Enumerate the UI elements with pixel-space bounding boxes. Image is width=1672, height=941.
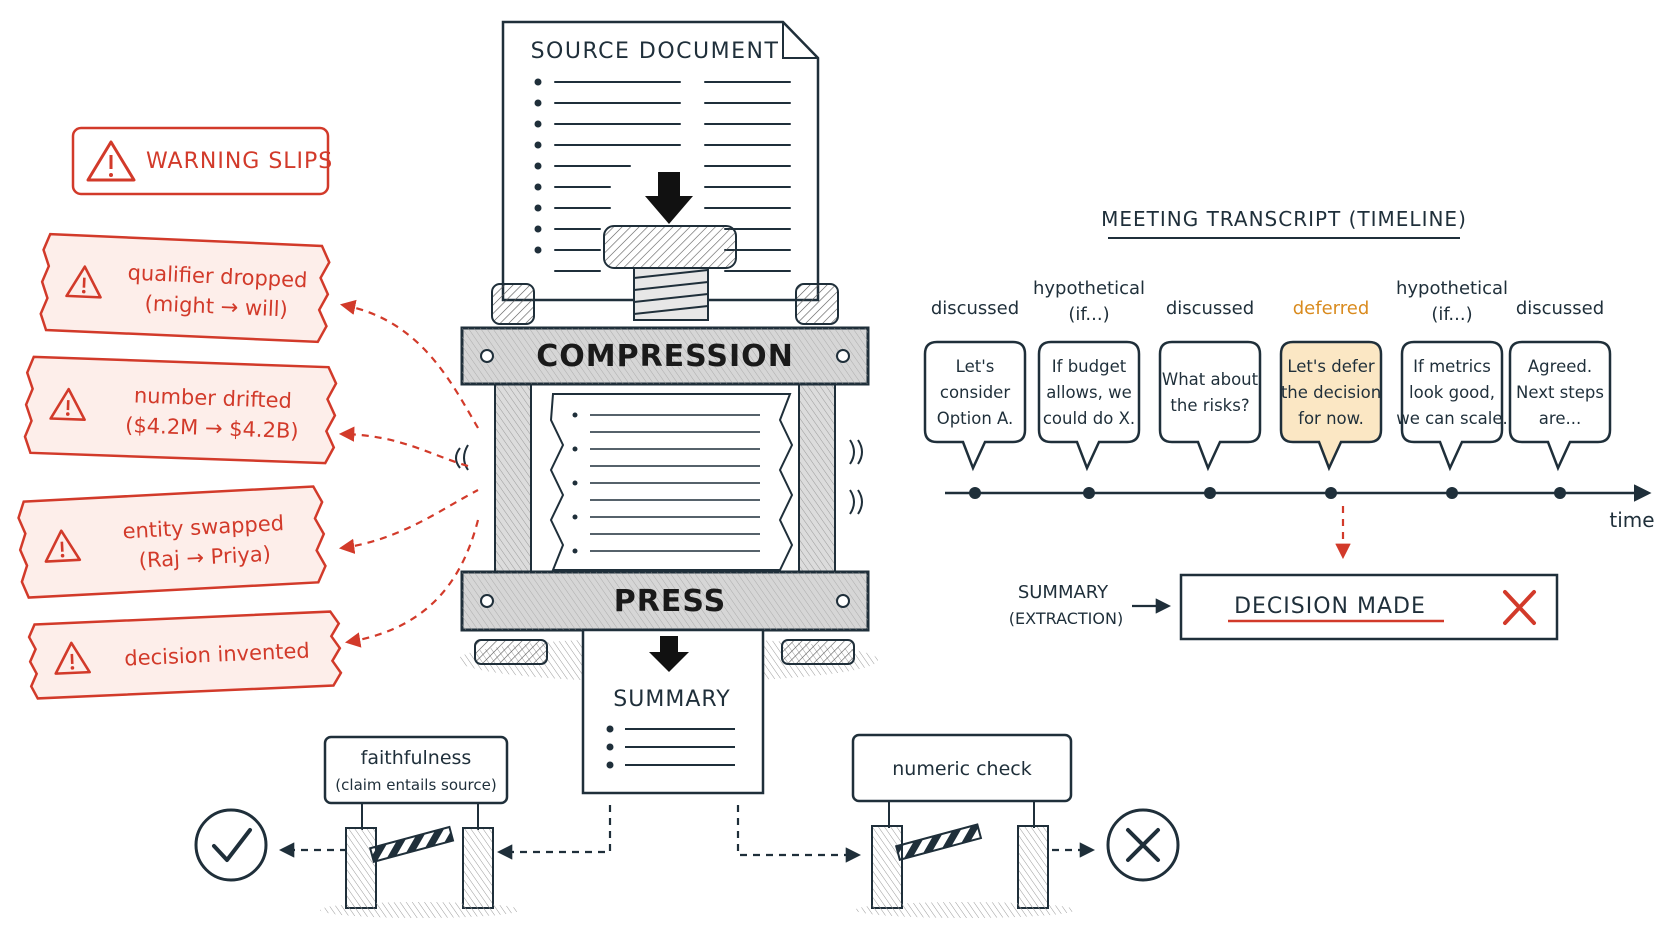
timeline-axis-label: time — [1609, 508, 1654, 532]
x-circle-icon — [1106, 808, 1180, 882]
summary-extraction-sublabel: (EXTRACTION) — [1009, 609, 1123, 628]
warning-triangle-icon — [65, 265, 102, 299]
vibration-marks — [455, 439, 863, 515]
event-tag: discussed — [1166, 298, 1254, 319]
warning-slip: qualifier dropped(might → will) — [39, 232, 331, 344]
speech-text: the decision — [1281, 383, 1381, 402]
press-top-label: COMPRESSION — [536, 339, 794, 374]
speech-text: If budget — [1052, 357, 1127, 376]
faithfulness-gate: faithfulness (claim entails source) — [320, 735, 520, 918]
press-right-post — [781, 283, 855, 665]
speech-text: consider — [940, 383, 1010, 402]
summary-document: SUMMARY — [581, 628, 765, 795]
summary-to-numeric-arrow — [736, 805, 862, 863]
warning-slip: decision invented — [27, 610, 343, 700]
faithfulness-sign — [323, 735, 509, 805]
event-tag: discussed — [1516, 298, 1604, 319]
speech-bubble — [1279, 340, 1383, 472]
summary-extraction-label: SUMMARY — [1018, 582, 1109, 603]
speech-text: for now. — [1298, 409, 1364, 428]
warning-arrows — [338, 299, 480, 648]
warning-header: WARNING SLIPS — [71, 126, 333, 196]
speech-text: Let's defer — [1287, 357, 1374, 376]
transcript-event: hypothetical (if...) If metrics look good, w… — [1396, 278, 1508, 499]
speech-text: If metrics — [1413, 357, 1491, 376]
warning-slip: entity swapped(Raj → Priya) — [17, 485, 327, 599]
transcript: MEETING TRANSCRIPT (TIMELINE) discussedL… — [923, 207, 1655, 641]
event-tag: hypothetical — [1396, 278, 1508, 299]
warning-triangle-icon — [49, 387, 86, 421]
press-bottom-bar: PRESS — [460, 570, 870, 632]
transcript-event: hypothetical (if...) If budget allows, we co… — [1033, 278, 1145, 499]
faithfulness-barrier-arm — [368, 825, 455, 863]
warning-triangle-icon — [54, 641, 91, 675]
transcript-title: MEETING TRANSCRIPT (TIMELINE) — [1101, 207, 1467, 231]
event-tag-detail: (if...) — [1068, 304, 1109, 325]
numeric-gate: numeric check — [851, 733, 1075, 918]
speech-text: the risks? — [1170, 396, 1249, 415]
speech-text: could do X. — [1043, 409, 1135, 428]
speech-text: What about — [1162, 370, 1259, 389]
numeric-barrier-arm — [894, 823, 983, 861]
press-left-post — [474, 283, 548, 665]
speech-text: look good, — [1409, 383, 1495, 402]
event-tag: deferred — [1293, 298, 1370, 319]
warning-triangle-icon — [86, 140, 136, 182]
speech-bubble — [1400, 340, 1504, 472]
warning-slips: qualifier dropped(might → will)number dr… — [17, 232, 343, 700]
faithfulness-sublabel: (claim entails source) — [335, 776, 496, 794]
faithfulness-label: faithfulness — [361, 747, 472, 769]
source-document-lines — [554, 81, 791, 272]
source-document: SOURCE DOCUMENT — [501, 20, 820, 302]
speech-text: are... — [1539, 409, 1581, 428]
press-top-bar: COMPRESSION — [460, 326, 870, 386]
source-document-title: SOURCE DOCUMENT — [531, 39, 780, 64]
down-arrow-icon — [645, 172, 693, 224]
warning-header-label: WARNING SLIPS — [146, 149, 333, 174]
summary-to-faithfulness-arrow — [496, 805, 612, 860]
warning-slip-label: number drifted — [134, 383, 293, 412]
event-tag: discussed — [931, 298, 1019, 319]
speech-text: Next steps — [1516, 383, 1604, 402]
speech-text: Option A. — [937, 409, 1014, 428]
compressed-paper — [549, 393, 794, 571]
speech-bubble — [1158, 340, 1262, 472]
event-tag-detail: (if...) — [1431, 304, 1472, 325]
compression-press: COMPRESSION — [455, 172, 878, 682]
decision-x-icon — [1503, 590, 1536, 625]
event-tag: hypothetical — [1033, 278, 1145, 299]
speech-text: we can scale. — [1396, 409, 1508, 428]
speech-bubble — [1508, 340, 1612, 472]
decision-text: DECISION MADE — [1234, 594, 1426, 619]
decision-box: DECISION MADE — [1179, 573, 1559, 641]
speech-text: allows, we — [1046, 383, 1132, 402]
warning-triangle-icon — [44, 529, 82, 563]
speech-text: Let's — [956, 357, 995, 376]
numeric-label: numeric check — [892, 758, 1032, 780]
numeric-sign — [851, 733, 1073, 803]
speech-bubble — [1037, 340, 1141, 472]
check-circle-icon — [194, 808, 268, 882]
down-arrow-icon — [649, 636, 689, 672]
press-bottom-label: PRESS — [614, 584, 726, 619]
speech-bubble — [923, 340, 1027, 472]
warning-slip: number drifted($4.2M → $4.2B) — [23, 355, 338, 465]
press-screw — [603, 225, 737, 321]
summary-document-title: SUMMARY — [613, 687, 730, 712]
speech-text: Agreed. — [1528, 357, 1592, 376]
